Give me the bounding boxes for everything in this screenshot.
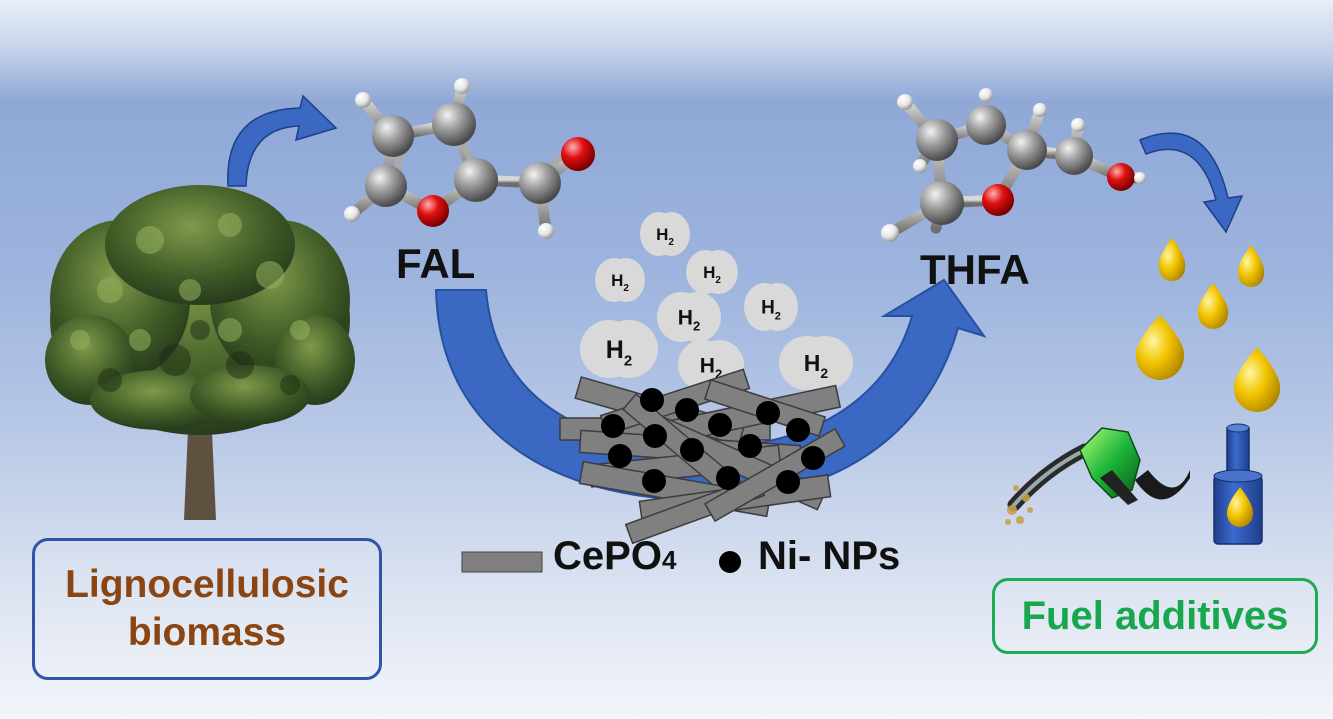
fal-label: FAL bbox=[396, 240, 476, 287]
fuel-droplet-icon bbox=[1158, 238, 1186, 281]
biomass-label-box: Lignocellulosic biomass bbox=[32, 538, 382, 680]
catalyst-cluster bbox=[559, 368, 846, 545]
fal-molecule bbox=[344, 78, 595, 239]
h2-bubble: H2 bbox=[580, 320, 658, 378]
legend-cepo4-label: CePO4 bbox=[553, 534, 676, 579]
h2-bubble: H2 bbox=[744, 283, 798, 331]
fuel-droplets bbox=[1135, 238, 1281, 412]
legend-rod-icon bbox=[461, 551, 543, 573]
fuel-droplet-icon bbox=[1135, 315, 1185, 380]
fuel-additives-box: Fuel additives bbox=[992, 578, 1318, 654]
legend-cepo4-sub: 4 bbox=[661, 545, 677, 575]
biomass-label-line2: biomass bbox=[127, 611, 287, 654]
curved-arrow-icon bbox=[227, 94, 338, 187]
legend-cepo4-main: CePO bbox=[553, 534, 662, 578]
h2-bubble: H2 bbox=[595, 258, 645, 302]
fuel-bottle-icon bbox=[1213, 423, 1263, 545]
h2-bubble: H2 bbox=[686, 250, 738, 294]
legend-ni-label: Ni- NPs bbox=[758, 534, 901, 578]
fuel-droplet-icon bbox=[1237, 245, 1265, 287]
legend-dot-icon bbox=[719, 551, 741, 573]
thfa-label: THFA bbox=[920, 246, 1030, 293]
h2-bubble: H2 bbox=[657, 292, 721, 342]
tree-icon bbox=[45, 185, 355, 520]
fuel-droplet-icon bbox=[1233, 347, 1281, 412]
h2-bubble: H2 bbox=[640, 212, 690, 256]
curved-arrow-icon bbox=[1139, 132, 1244, 234]
fuel-additives-label: Fuel additives bbox=[1021, 593, 1289, 638]
fuel-nozzle-icon bbox=[1005, 427, 1190, 525]
thfa-molecule bbox=[881, 88, 1146, 242]
h2-bubble: H2 bbox=[779, 336, 853, 390]
biomass-label-line1: Lignocellulosic bbox=[65, 563, 349, 606]
fuel-droplet-icon bbox=[1197, 283, 1229, 329]
